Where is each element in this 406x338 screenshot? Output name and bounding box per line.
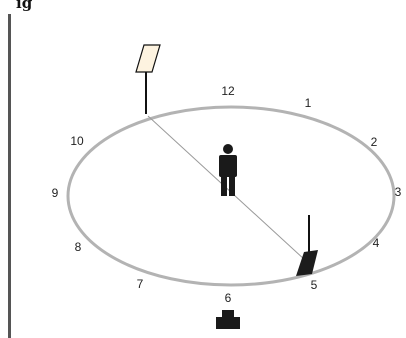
clock-label-4: 4 [373,236,380,250]
reflector-panel-icon [135,44,161,114]
clock-label-9: 9 [52,186,59,200]
person-right-leg [229,176,235,196]
reflector-panel [135,44,161,73]
clock-label-10: 10 [70,134,84,148]
person-head [223,144,233,154]
clock-label-3: 3 [395,185,402,199]
heading-fragment: ig [16,0,33,12]
flag-panel [296,250,318,276]
person-left-leg [221,176,227,196]
left-border-bar [8,14,11,338]
clock-ellipse [66,105,396,287]
person-torso [219,155,237,177]
camera-body [216,317,240,329]
clock-label-8: 8 [75,240,82,254]
clock-label-12: 12 [221,84,235,98]
clock-label-2: 2 [371,135,378,149]
clock-label-1: 1 [305,96,312,110]
clock-label-5: 5 [311,278,318,292]
camera-icon [216,310,240,329]
clock-label-7: 7 [137,277,144,291]
camera-top [222,310,234,317]
flag-panel-icon [296,215,318,276]
standing-person-icon [219,144,237,196]
clock-label-6: 6 [225,291,232,305]
